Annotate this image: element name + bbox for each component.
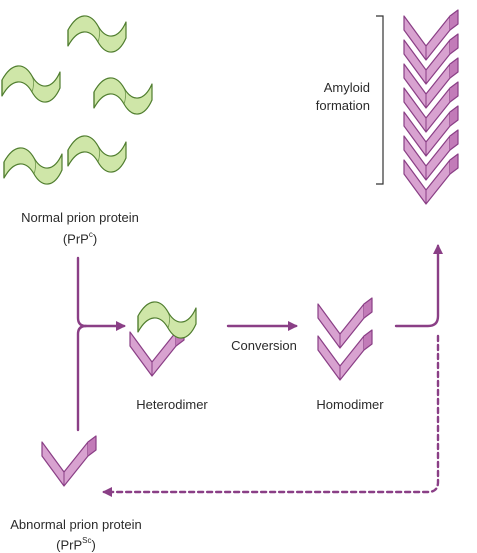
- normal-prion-ribbon-icon: [93, 77, 153, 115]
- amyloid-stack: [403, 9, 459, 205]
- abnormal-prion-label: Abnormal prion protein: [10, 517, 142, 532]
- normal-prion-label: Normal prion protein: [21, 210, 139, 225]
- abnormal-abbr-main: PrP: [60, 537, 83, 553]
- normal-prion-ribbon-icon: [3, 147, 63, 185]
- abnormal-abbr-sup: Sc: [82, 536, 92, 545]
- normal-abbr-sup: c: [88, 230, 93, 239]
- abnormal-prion-sheet-icon: [41, 435, 97, 487]
- homodimer-icon: [317, 297, 373, 381]
- conversion-label: Conversion: [231, 338, 297, 353]
- homodimer-to-amyloid-arrow: [394, 244, 443, 328]
- normal-abbr-main: PrP: [67, 231, 89, 247]
- normal-prion-ribbon-icon: [67, 15, 127, 53]
- abnormal-to-heterodimer-arrow: [76, 324, 88, 432]
- homodimer-label: Homodimer: [316, 397, 384, 412]
- heterodimer-icon: [129, 301, 197, 377]
- amyloid-label-line2: formation: [315, 98, 370, 113]
- abnormal-prion-abbr: (PrPSc): [56, 536, 96, 553]
- heterodimer-label: Heterodimer: [136, 397, 208, 412]
- normal-prion-ribbon-icon: [1, 65, 61, 103]
- amyloid-bracket: [376, 15, 384, 185]
- recycle-dashed-arrow: [102, 334, 440, 497]
- amyloid-label-line1: Amyloid: [323, 80, 370, 95]
- normal-prion-ribbon-icon: [67, 135, 127, 173]
- normal-prion-abbr: (PrPc): [62, 230, 98, 247]
- normal-to-heterodimer-arrow: [76, 256, 126, 331]
